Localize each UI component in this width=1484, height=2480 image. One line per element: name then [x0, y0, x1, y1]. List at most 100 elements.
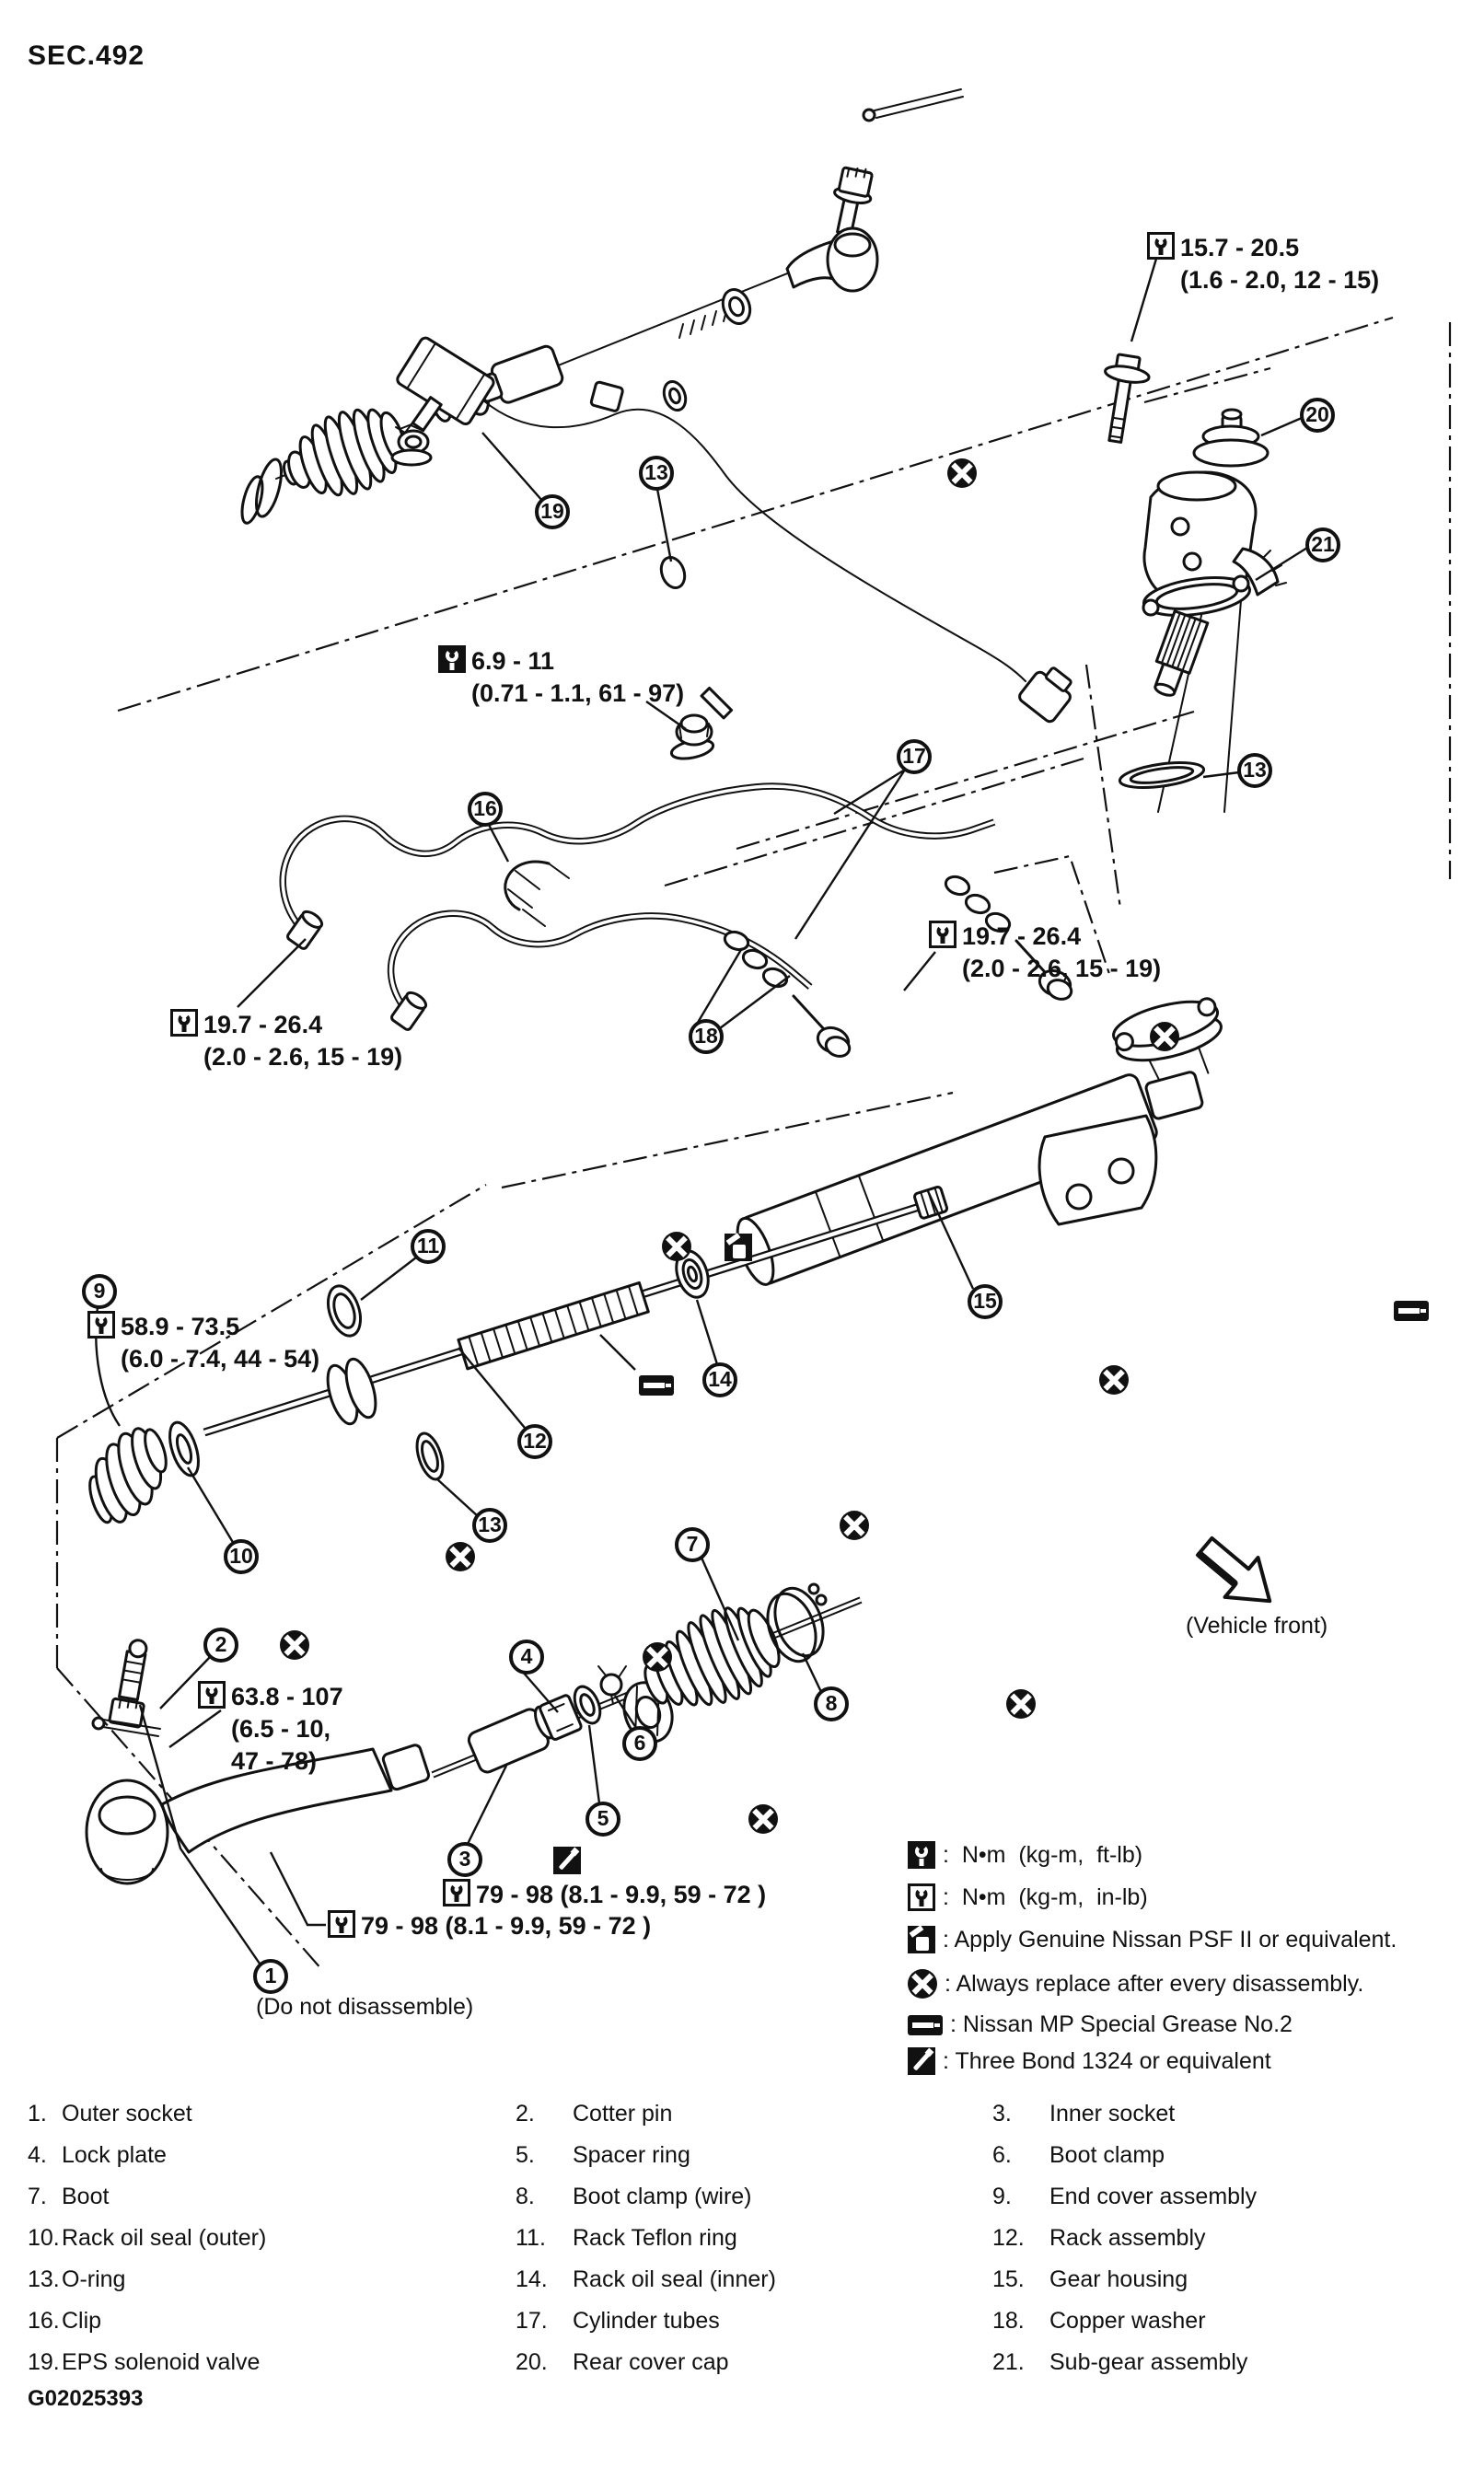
- outer-socket-top: [826, 166, 879, 293]
- wire-clamp-part: [766, 1582, 828, 1663]
- inlb-torque-icon: [170, 1009, 198, 1037]
- vehicle-front-label: (Vehicle front): [1186, 1613, 1328, 1639]
- outer-socket-bottom: [85, 1639, 431, 1885]
- part-name: Spacer ring: [573, 2142, 690, 2168]
- inlb-torque-icon: [929, 921, 956, 948]
- part-name: Gear housing: [1049, 2266, 1188, 2292]
- do-not-disassemble-label: (Do not disassemble): [256, 1994, 474, 2020]
- legend-text: : Three Bond 1324 or equivalent: [943, 2047, 1271, 2074]
- inlb-torque-icon: [1147, 232, 1175, 260]
- callout-9: 9: [82, 1274, 117, 1309]
- legend-row-replace: : Always replace after every disassembly…: [908, 1969, 1363, 1999]
- lock-plate-part: [539, 1694, 583, 1741]
- psf-icon: [908, 1926, 935, 1953]
- callout-8: 8: [814, 1686, 849, 1721]
- callout-21: 21: [1305, 527, 1340, 562]
- part-number: 21.: [992, 2349, 1025, 2375]
- part-number: 15.: [992, 2266, 1025, 2292]
- callout-18: 18: [689, 1019, 724, 1054]
- pinion-shaft: [1154, 609, 1210, 697]
- part-name: Boot clamp (wire): [573, 2184, 752, 2209]
- legend-text: : N•m (kg-m, ft-lb): [943, 1841, 1143, 1868]
- replace-icon: [1150, 1022, 1180, 1051]
- torque-label-text: 15.7 - 20.5(1.6 - 2.0, 12 - 15): [1180, 234, 1380, 294]
- legend-row-inlb: : N•m (kg-m, in-lb): [908, 1883, 1148, 1911]
- part-name: O-ring: [62, 2266, 126, 2292]
- clip-part: [504, 860, 570, 927]
- part-name: Rack oil seal (outer): [62, 2225, 267, 2251]
- harness-connector: [1018, 666, 1072, 724]
- part-number: 7.: [28, 2184, 47, 2209]
- part-number: 19.: [28, 2349, 60, 2375]
- part-number: 17.: [516, 2308, 548, 2334]
- flange-bolt: [1104, 353, 1151, 444]
- inlb-torque-icon: [87, 1311, 115, 1339]
- part-name: End cover assembly: [1049, 2184, 1258, 2209]
- grease-icon: [1394, 1301, 1430, 1321]
- replace-icon: [947, 458, 978, 488]
- part-number: 5.: [516, 2142, 535, 2168]
- legend-row-grease: : Nissan MP Special Grease No.2: [908, 2011, 1293, 2038]
- eps-solenoid-valve: [390, 336, 1072, 760]
- torque-label-inner-socket-torque: 79 - 98 (8.1 - 9.9, 59 - 72 ): [443, 1879, 766, 1911]
- callout-6: 6: [622, 1726, 657, 1761]
- legend-row-psf: : Apply Genuine Nissan PSF II or equival…: [908, 1926, 1397, 1953]
- part-name: Lock plate: [62, 2142, 167, 2168]
- callout-1: 1: [253, 1959, 288, 1994]
- replace-icon: [908, 1969, 937, 1999]
- threebond-icon: [553, 1847, 582, 1874]
- part-number: 14.: [516, 2266, 548, 2292]
- tube-fitting-right: [390, 991, 428, 1031]
- part-name: Boot: [62, 2184, 110, 2209]
- part-name: EPS solenoid valve: [62, 2349, 261, 2375]
- torque-label-text: 63.8 - 107(6.5 - 10,47 - 78): [231, 1683, 343, 1775]
- banjo-cluster-2: [944, 875, 1073, 1001]
- torque-label-text: 19.7 - 26.4(2.0 - 2.6, 15 - 19): [962, 922, 1162, 982]
- boot-bellows-top: [283, 408, 407, 497]
- replace-icon: [643, 1642, 673, 1672]
- part-number: 12.: [992, 2225, 1025, 2251]
- rear-cover-cap: [1192, 408, 1270, 468]
- legend-row-ftlb: : N•m (kg-m, ft-lb): [908, 1841, 1142, 1869]
- replace-icon: [1006, 1689, 1037, 1719]
- callout-5: 5: [585, 1802, 620, 1837]
- callout-14: 14: [702, 1362, 737, 1397]
- part-name: Rack Teflon ring: [573, 2225, 737, 2251]
- part-name: Clip: [62, 2308, 102, 2334]
- part-number: 2.: [516, 2101, 535, 2127]
- boot-clamp-part: [597, 1665, 627, 1705]
- callout-13: 13: [639, 456, 674, 491]
- callout-19: 19: [535, 494, 570, 529]
- ftlb-icon: [908, 1841, 935, 1869]
- part-name: Sub-gear assembly: [1049, 2349, 1248, 2375]
- sub-gear-assembly: [1104, 353, 1287, 813]
- part-number: 8.: [516, 2184, 535, 2209]
- psf-icon: [725, 1234, 753, 1261]
- replace-icon: [662, 1232, 692, 1261]
- callout-13: 13: [1237, 753, 1272, 788]
- part-name: Cylinder tubes: [573, 2308, 720, 2334]
- part-number: 9.: [992, 2184, 1012, 2209]
- tube-fitting-left: [286, 910, 324, 950]
- part-name: Rack oil seal (inner): [573, 2266, 776, 2292]
- callout-3: 3: [447, 1842, 482, 1877]
- callout-11: 11: [411, 1229, 446, 1264]
- torque-label-text: 19.7 - 26.4(2.0 - 2.6, 15 - 19): [203, 1011, 403, 1071]
- torque-label-end-cover: 58.9 - 73.5(6.0 - 7.4, 44 - 54): [87, 1311, 319, 1375]
- banjo-cluster-1: [723, 930, 852, 1058]
- part-number: 16.: [28, 2308, 60, 2334]
- legend-row-threebond: : Three Bond 1324 or equivalent: [908, 2047, 1271, 2075]
- torque-label-lock-nut-torque: 79 - 98 (8.1 - 9.9, 59 - 72 ): [328, 1910, 651, 1942]
- part-number: 1.: [28, 2101, 47, 2127]
- inlb-torque-icon: [328, 1910, 355, 1938]
- callout-7: 7: [675, 1527, 710, 1562]
- callout-15: 15: [968, 1284, 1003, 1319]
- callout-17: 17: [897, 739, 932, 774]
- torque-label-tube-flare-left: 19.7 - 26.4(2.0 - 2.6, 15 - 19): [170, 1009, 402, 1073]
- torque-label-stud-nut: 63.8 - 107(6.5 - 10,47 - 78): [198, 1681, 343, 1778]
- bottom-tie-rod-assembly: [85, 1582, 863, 1885]
- replace-icon: [446, 1542, 476, 1571]
- grease-icon: [908, 2014, 943, 2035]
- torque-label-text: 6.9 - 11(0.71 - 1.1, 61 - 97): [471, 647, 685, 707]
